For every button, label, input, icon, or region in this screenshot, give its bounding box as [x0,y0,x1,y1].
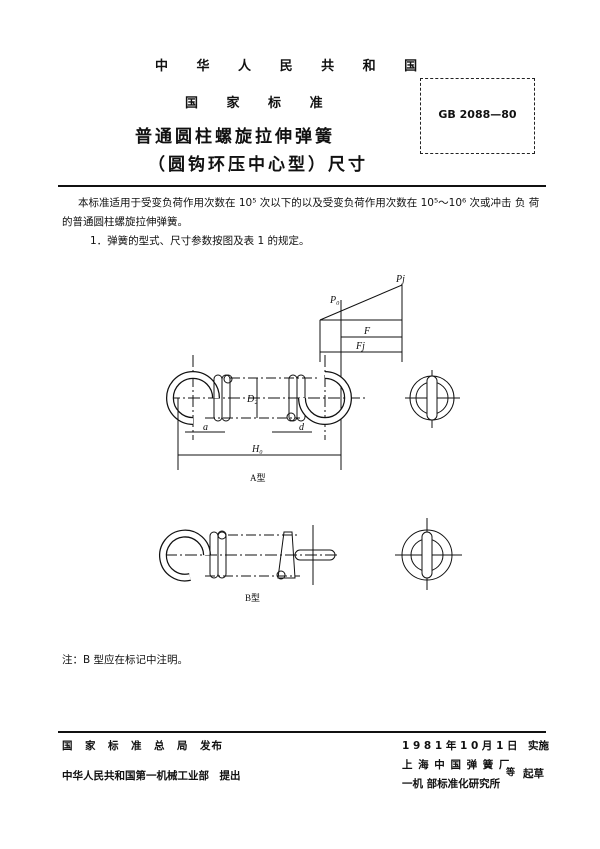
clause-1: 1．弹簧的型式、尺寸参数按图及表 1 的规定。 [90,235,310,247]
load-diagram: Pj P₀ F Fj [319,274,405,470]
country-heading: 中 华 人 民 共 和 国 [155,59,430,74]
category-heading: 国 家 标 准 [185,96,335,111]
intro-line-1: 本标准适用于受变负荷作用次数在 10⁵ 次以下的以及受变负荷作用次数在 10⁵～… [78,197,540,209]
label-a: a [203,422,208,433]
end-view-type-b [395,518,462,590]
drafter-action: 起草 [523,768,544,780]
label-f: F [363,326,371,337]
document-title: 普通圆柱螺旋拉伸弹簧 [135,127,335,147]
caption-type-a: A型 [250,473,266,483]
header-rule [58,185,546,187]
intro-line-2: 的普通圆柱螺旋拉伸弹簧。 [62,216,188,228]
label-d: d [299,422,305,433]
label-h0: H₀ [251,444,263,455]
spring-type-b: B型 [159,525,340,603]
document-subtitle: （圆钩环压中心型）尺寸 [148,155,368,175]
effective-date: 1 9 8 1 年 1 0 月 1 日 实施 [402,740,550,752]
note-type-b: 注：B 型应在标记中注明。 [62,654,189,666]
label-d2: D₂ [246,394,258,405]
drafter-1: 上 海 中 国 弹 簧 厂 [402,759,511,771]
label-p0: P₀ [329,295,340,306]
end-view-type-a [405,370,460,428]
footer-rule [58,731,546,733]
standard-number-box: GB 2088—80 [420,78,535,154]
standard-number: GB 2088—80 [438,108,517,121]
label-pj: Pj [395,274,405,285]
spring-drawing: Pj P₀ F Fj D₂ a d H₀ A型 [159,274,462,603]
issuer: 国 家 标 准 总 局 发布 [62,740,223,752]
spring-type-a: D₂ a d H₀ A型 [166,355,368,483]
caption-type-b: B型 [245,593,260,603]
drafter-suffix: 等 [506,768,516,778]
label-fj: Fj [355,341,365,352]
drafter-2: 一机 部标准化研究所 [402,778,501,790]
proposer: 中华人民共和国第一机械工业部 提出 [62,770,241,782]
